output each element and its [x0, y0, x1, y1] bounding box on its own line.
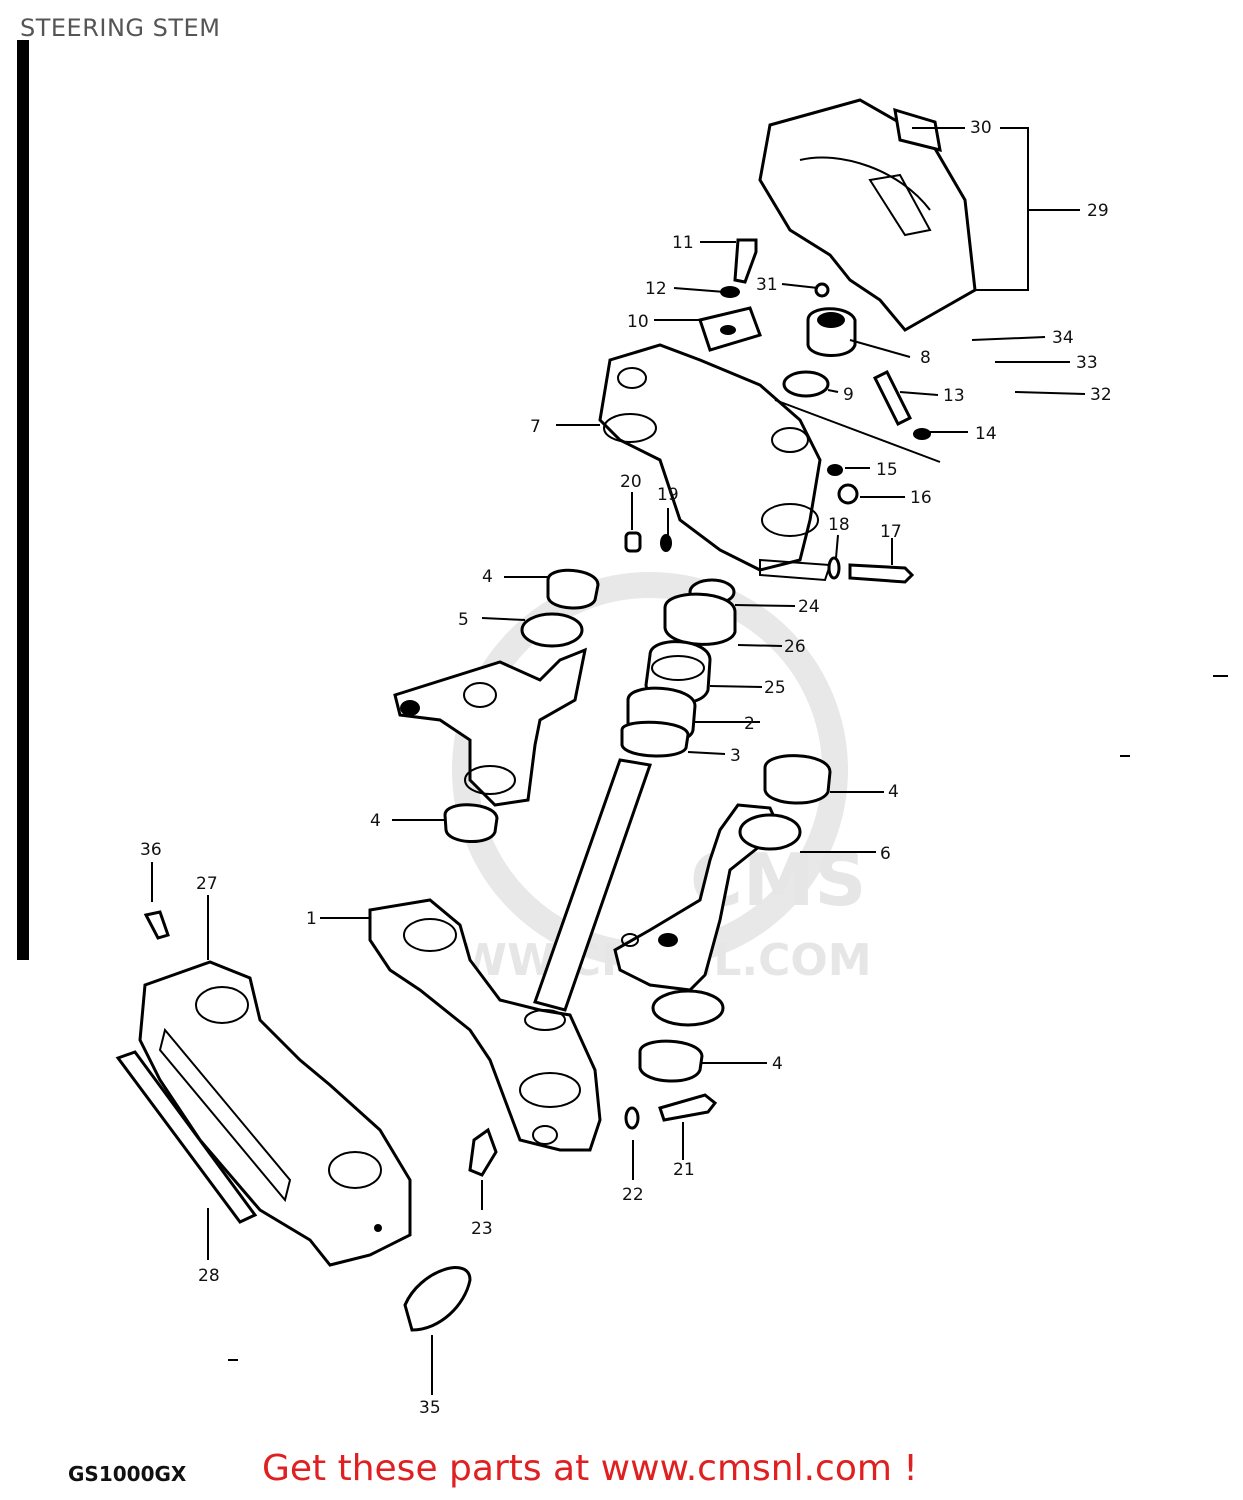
- part-26-washer[interactable]: [663, 592, 737, 646]
- label-25: 25: [764, 678, 786, 698]
- part-4-lower-left-ring[interactable]: [443, 803, 499, 844]
- label-36: 36: [140, 840, 162, 860]
- label-1: 1: [306, 909, 317, 929]
- part-29-stem-cover[interactable]: [758, 98, 977, 332]
- left-border-rule: [17, 40, 29, 960]
- label-18: 18: [828, 515, 850, 535]
- label-29: 29: [1087, 201, 1109, 221]
- label-12: 12: [645, 279, 667, 299]
- part-4-upper-right-ring[interactable]: [763, 754, 832, 805]
- label-31: 31: [756, 275, 778, 295]
- part-1-lower-bracket[interactable]: [368, 898, 602, 1152]
- label-15: 15: [876, 460, 898, 480]
- label-26: 26: [784, 637, 806, 657]
- label-21: 21: [673, 1160, 695, 1180]
- label-4-upper-left: 4: [482, 567, 493, 587]
- label-4-lower-left: 4: [370, 811, 381, 831]
- part-22-washer[interactable]: [624, 1106, 640, 1130]
- part-30-emblem[interactable]: [893, 107, 942, 153]
- label-3: 3: [730, 746, 741, 766]
- cta-link-text[interactable]: Get these parts at www.cmsnl.com !: [262, 1448, 918, 1489]
- steering-stem-shaft[interactable]: [533, 758, 652, 1012]
- part-4-lower-right-ring[interactable]: [638, 1039, 704, 1083]
- label-6: 6: [880, 844, 891, 864]
- part-12-washer[interactable]: [720, 286, 740, 298]
- label-17: 17: [880, 522, 902, 542]
- label-16: 16: [910, 488, 932, 508]
- part-15[interactable]: [827, 464, 843, 476]
- part-11-bolt[interactable]: [733, 238, 758, 284]
- label-33: 33: [1076, 353, 1098, 373]
- part-14-nut[interactable]: [913, 428, 931, 440]
- label-23: 23: [471, 1219, 493, 1239]
- part-9-washer[interactable]: [782, 370, 830, 398]
- part-13-bolt[interactable]: [872, 369, 913, 427]
- model-code: GS1000GX: [68, 1462, 187, 1486]
- part-5-ring[interactable]: [520, 612, 584, 648]
- part-3-seal[interactable]: [620, 720, 690, 758]
- part-20[interactable]: [624, 531, 642, 553]
- label-13: 13: [943, 386, 965, 406]
- label-11: 11: [672, 233, 694, 253]
- leader-lines: [151, 127, 1086, 1395]
- label-24: 24: [798, 597, 820, 617]
- part-31[interactable]: [814, 282, 830, 298]
- label-8: 8: [920, 348, 931, 368]
- label-9: 9: [843, 385, 854, 405]
- part-17-bolt[interactable]: [848, 563, 915, 584]
- label-5: 5: [458, 610, 469, 630]
- label-20: 20: [620, 472, 642, 492]
- part-36-screw[interactable]: [143, 910, 170, 940]
- page-title: STEERING STEM: [20, 14, 221, 42]
- part-23-clip[interactable]: [468, 1127, 498, 1177]
- label-19: 19: [657, 485, 679, 505]
- part-4-upper-left-ring[interactable]: [546, 568, 600, 610]
- label-34: 34: [1052, 328, 1074, 348]
- label-4-lower-right: 4: [772, 1054, 783, 1074]
- part-19[interactable]: [660, 534, 672, 552]
- label-35: 35: [419, 1398, 441, 1418]
- part-28-gasket[interactable]: [115, 1050, 258, 1224]
- label-28: 28: [198, 1266, 220, 1286]
- label-30: 30: [970, 118, 992, 138]
- part-35-cap[interactable]: [403, 1266, 472, 1332]
- part-16[interactable]: [837, 483, 859, 505]
- label-27: 27: [196, 874, 218, 894]
- part-21-bolt[interactable]: [658, 1093, 718, 1122]
- label-4-upper-right: 4: [888, 782, 899, 802]
- bearing-stack: [620, 578, 737, 758]
- label-10: 10: [627, 312, 649, 332]
- part-5-left-bracket[interactable]: [393, 647, 588, 807]
- label-2: 2: [744, 714, 755, 734]
- label-14: 14: [975, 424, 997, 444]
- label-32: 32: [1090, 385, 1112, 405]
- part-number-labels: 30 29 11 12 31 10 34 8 33 9 13 32 7 14 1…: [140, 118, 1112, 1418]
- part-18-washer[interactable]: [827, 556, 841, 580]
- label-22: 22: [622, 1185, 644, 1205]
- label-7: 7: [530, 417, 541, 437]
